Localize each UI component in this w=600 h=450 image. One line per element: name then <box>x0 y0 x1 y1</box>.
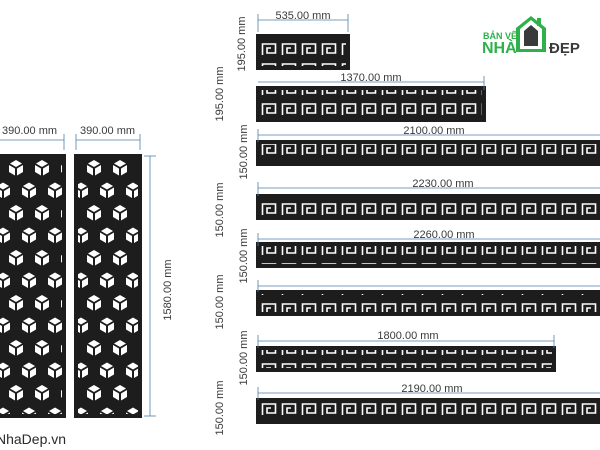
strip-item: 1370.00 mm 195.00 mm <box>214 66 486 122</box>
strip-8-length: 2190.00 mm <box>401 383 462 395</box>
house-icon <box>516 16 546 52</box>
strip-3 <box>256 140 600 166</box>
strip-item: 2100.00 mm 150.00 mm <box>238 124 600 180</box>
strip-5 <box>256 242 600 268</box>
strip-item: 2260.00 mm 150.00 mm <box>238 228 600 284</box>
strip-4-length: 2230.00 mm <box>412 178 473 190</box>
strip-3-height: 150.00 mm <box>238 124 250 179</box>
strip-4-height: 150.00 mm <box>214 182 226 237</box>
strip-item: 1800.00 mm 150.00 mm <box>238 330 556 386</box>
meander-strips: 535.00 mm 195.00 mm 1370.00 mm 195.00 mm… <box>214 10 600 436</box>
panel1-width-label: 390.00 mm <box>2 125 57 137</box>
strip-2 <box>256 86 486 122</box>
strip-8-height: 150.00 mm <box>214 380 226 435</box>
strip-5-length: 2260.00 mm <box>413 229 474 241</box>
screen-panels: 390.00 mm 390.00 mm 1580.00 mm <box>0 125 174 418</box>
brand-suffix-text: ĐẸP <box>549 40 580 57</box>
strip-item: 2190.00 mm 150.00 mm <box>214 380 600 436</box>
strip-7-height: 150.00 mm <box>238 330 250 385</box>
strip-6 <box>256 290 600 316</box>
strip-3-length: 2100.00 mm <box>403 125 464 137</box>
strip-2-length: 1370.00 mm <box>340 72 401 84</box>
brand-small-text: BẢN VẼ <box>483 30 517 41</box>
strip-item: 150.00 mm <box>214 274 600 330</box>
panel-dimensions: 390.00 mm 390.00 mm 1580.00 mm <box>0 125 174 417</box>
brand-logo[interactable]: BẢN VẼ NHÀ ĐẸP <box>482 16 580 57</box>
screen-panel-left <box>0 154 66 418</box>
watermark-text: NhaDep.vn <box>0 431 66 447</box>
strip-1-length: 535.00 mm <box>275 10 330 22</box>
strip-8 <box>256 398 600 424</box>
strip-4 <box>256 194 600 220</box>
strip-7 <box>256 346 556 372</box>
strip-1 <box>256 34 350 70</box>
brand-big-text: NHÀ <box>482 38 517 57</box>
strip-item: 535.00 mm 195.00 mm <box>236 10 350 72</box>
strip-7-length: 1800.00 mm <box>377 330 438 342</box>
strip-6-height: 150.00 mm <box>214 274 226 329</box>
panel2-width-label: 390.00 mm <box>80 125 135 137</box>
strip-item: 2230.00 mm 150.00 mm <box>214 178 600 238</box>
strip-2-height: 195.00 mm <box>214 66 226 121</box>
panel-height-label: 1580.00 mm <box>162 259 174 320</box>
screen-panel-right <box>74 154 142 418</box>
strip-1-height: 195.00 mm <box>236 16 248 71</box>
strip-5-height: 150.00 mm <box>238 228 250 283</box>
